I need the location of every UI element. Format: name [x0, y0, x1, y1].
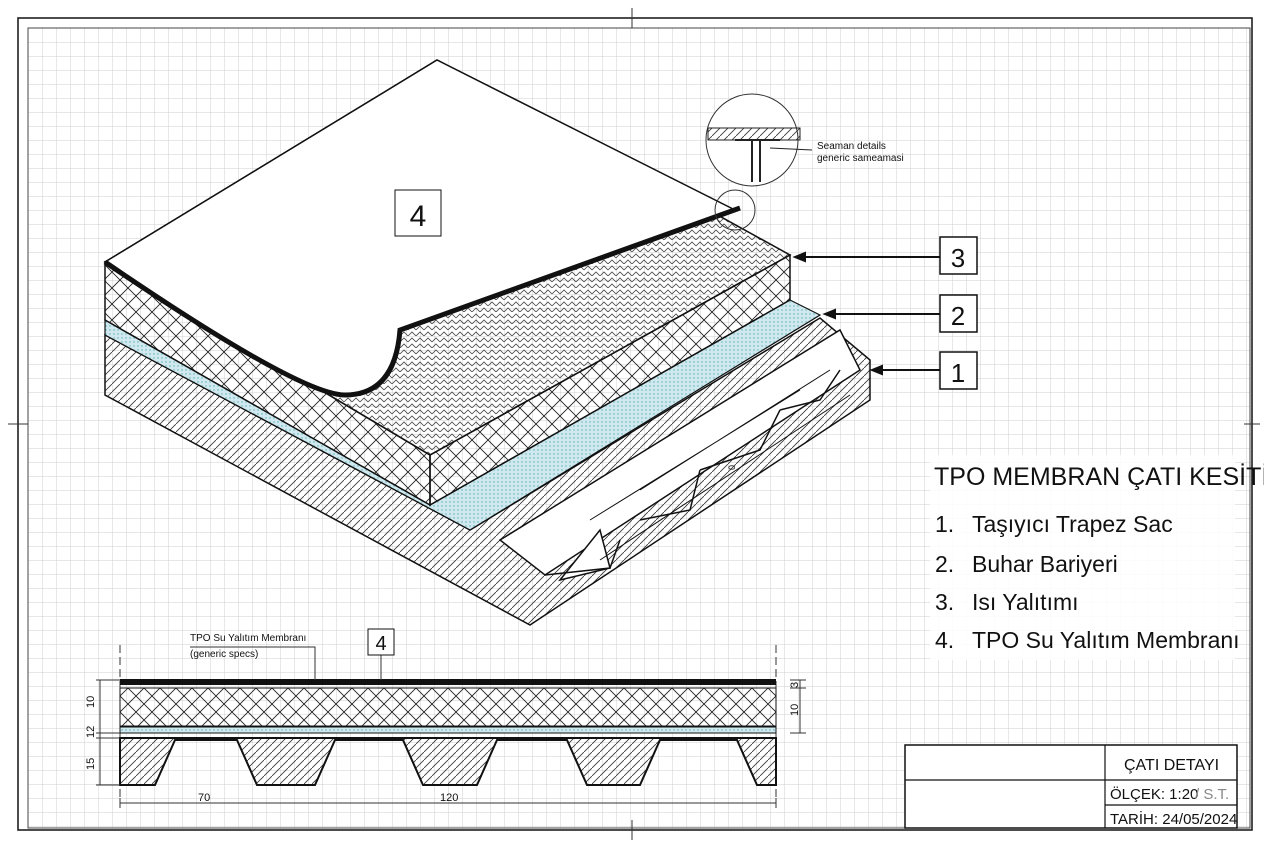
legend-item: TPO Su Yalıtım Membranı: [972, 627, 1240, 653]
legend-num: 3.: [935, 589, 954, 615]
legend-num: 4.: [935, 627, 954, 653]
section-view: [119, 645, 777, 800]
legend-item: Isı Yalıtımı: [972, 589, 1079, 615]
seam-label-2: generic sameamasi: [817, 153, 904, 164]
seam-label-1: Seaman details: [817, 141, 886, 152]
title-block-date: TARİH: 24/05/2024: [1110, 810, 1237, 828]
section-insulation: [119, 687, 777, 727]
drawing-title: TPO MEMBRAN ÇATI KESİTİ: [934, 462, 1264, 491]
dim-10: 10: [85, 696, 97, 708]
section-deck: [119, 737, 777, 786]
callout-3: 3: [939, 236, 978, 275]
inner-border: [27, 27, 1251, 829]
legend-item: Taşıyıcı Trapez Sac: [972, 511, 1173, 537]
callout-4: 4: [394, 189, 442, 237]
dim-120: 120: [440, 792, 458, 804]
legend-num: 1.: [935, 511, 954, 537]
dim-3: 3: [789, 682, 801, 688]
callout-2: 2: [939, 294, 978, 333]
title-block: ÇATI DETAYI ÖLÇEK: 1:20 / S.T. TARİH: 24…: [904, 744, 1238, 829]
dim-10-right: 10: [789, 704, 801, 716]
center-marks: [8, 8, 1260, 840]
title-block-scale: ÖLÇEK: 1:20: [1110, 785, 1198, 803]
svg-text:1: 1: [951, 358, 965, 388]
svg-text:4: 4: [410, 200, 427, 233]
legend-list: 1. Taşıyıcı Trapez Sac 2. Buhar Bariyeri 3…: [935, 511, 1240, 653]
dim-15: 15: [85, 758, 97, 770]
iso-dimension: 0: [727, 465, 737, 470]
section-membrane-sub: (generic specs): [190, 649, 258, 660]
title-block-name: ÇATI DETAYI: [1124, 757, 1219, 774]
legend-num: 2.: [935, 551, 954, 577]
seam-detail-marker: [714, 189, 756, 231]
section-dimensions: [96, 679, 806, 808]
seam-detail-drawing: [707, 127, 813, 182]
callout-arrows: [792, 251, 940, 376]
svg-text:2: 2: [951, 301, 965, 331]
deck-ribs: [498, 328, 861, 582]
section-membrane: [120, 679, 776, 685]
title-block-scale-suffix: / S.T.: [1195, 786, 1229, 803]
callout-1: 1: [939, 351, 978, 390]
section-vapor-barrier: [119, 726, 777, 734]
legend-item: Buhar Bariyeri: [972, 551, 1118, 577]
svg-text:3: 3: [951, 243, 965, 273]
svg-text:4: 4: [375, 633, 386, 655]
dim-70: 70: [198, 792, 210, 804]
isometric-view: Seaman details generic sameamasi 0: [103, 59, 904, 626]
section-membrane-label: TPO Su Yalıtım Membranı: [190, 633, 306, 644]
callout-4-section: 4: [367, 628, 395, 656]
dim-12: 12: [85, 726, 97, 738]
